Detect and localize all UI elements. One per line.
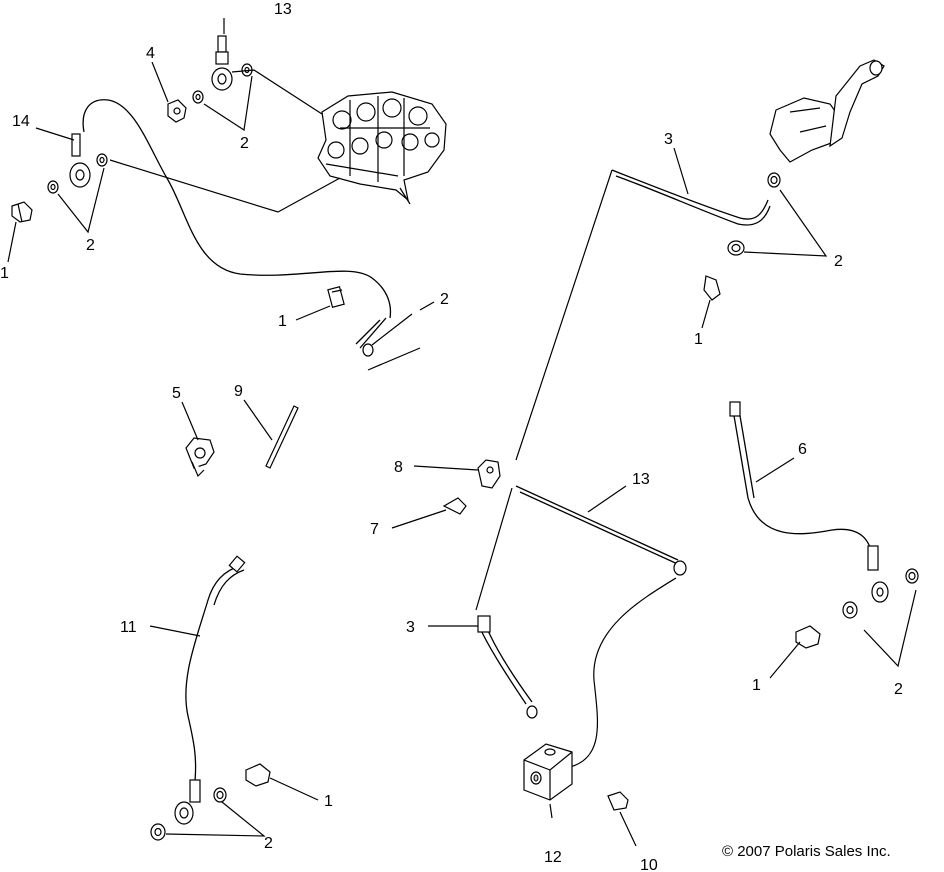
callout-2-c: 2 [440, 291, 449, 308]
callout-6: 6 [798, 441, 807, 458]
callout-13-mid: 13 [632, 471, 650, 488]
callout-2-f: 2 [264, 835, 273, 852]
banjo-fitting-14 [69, 133, 91, 188]
brake-line-3-bottom [479, 625, 533, 705]
callout-leaders [7, 18, 917, 847]
junction-block-12 [523, 743, 573, 801]
callout-3-bottom: 3 [406, 619, 415, 636]
copyright-notice: © 2007 Polaris Sales Inc. [722, 843, 891, 860]
clip-5 [185, 437, 215, 478]
brake-line-3-top [611, 169, 771, 226]
brake-line-13-mid [515, 485, 683, 567]
hydraulic-control-unit [317, 91, 447, 202]
brake-hose-6 [731, 403, 873, 557]
bleeder-4 [167, 99, 187, 123]
callout-4: 4 [146, 45, 155, 62]
callout-3-top: 3 [664, 131, 673, 148]
brake-hose-11 [185, 565, 245, 791]
fitting-6-top [729, 401, 741, 417]
brake-lever-assembly [769, 59, 885, 163]
washers-2-top [192, 63, 253, 104]
brake-line-long [515, 169, 613, 461]
callout-12: 12 [544, 849, 562, 866]
callout-2-d: 2 [834, 253, 843, 270]
callout-2-b: 2 [86, 237, 95, 254]
hose-end-fitting [362, 343, 374, 357]
washers-2-left [47, 153, 108, 194]
fitting-3-bottom [477, 615, 538, 719]
callout-2-a: 2 [240, 135, 249, 152]
fittings-6-bottom [795, 545, 919, 649]
callout-2-e: 2 [894, 681, 903, 698]
callout-5: 5 [172, 385, 181, 402]
callout-14: 14 [12, 113, 30, 130]
callout-10: 10 [640, 857, 658, 872]
bolt-1-left [11, 201, 33, 223]
callout-1-b: 1 [278, 313, 287, 330]
callout-1-c: 1 [694, 331, 703, 348]
callout-1-d: 1 [752, 677, 761, 694]
bolt-10 [607, 791, 629, 811]
fittings-top-right [703, 172, 781, 301]
fitting-13-end [673, 560, 687, 576]
callout-1-a: 1 [0, 265, 9, 282]
brake-hose-top-left [82, 99, 392, 319]
clamp-8 [477, 459, 501, 489]
bolt-1-mid [327, 286, 345, 308]
callout-9: 9 [234, 383, 243, 400]
fittings-11 [150, 555, 271, 841]
callout-7: 7 [370, 521, 379, 538]
callout-11: 11 [120, 619, 137, 636]
callout-1-e: 1 [324, 793, 333, 810]
callout-8: 8 [394, 459, 403, 476]
callout-13-top: 13 [274, 1, 292, 18]
banjo-bolt-13-top [211, 35, 233, 91]
screw-7 [442, 497, 467, 515]
cable-tie-9 [265, 405, 299, 469]
